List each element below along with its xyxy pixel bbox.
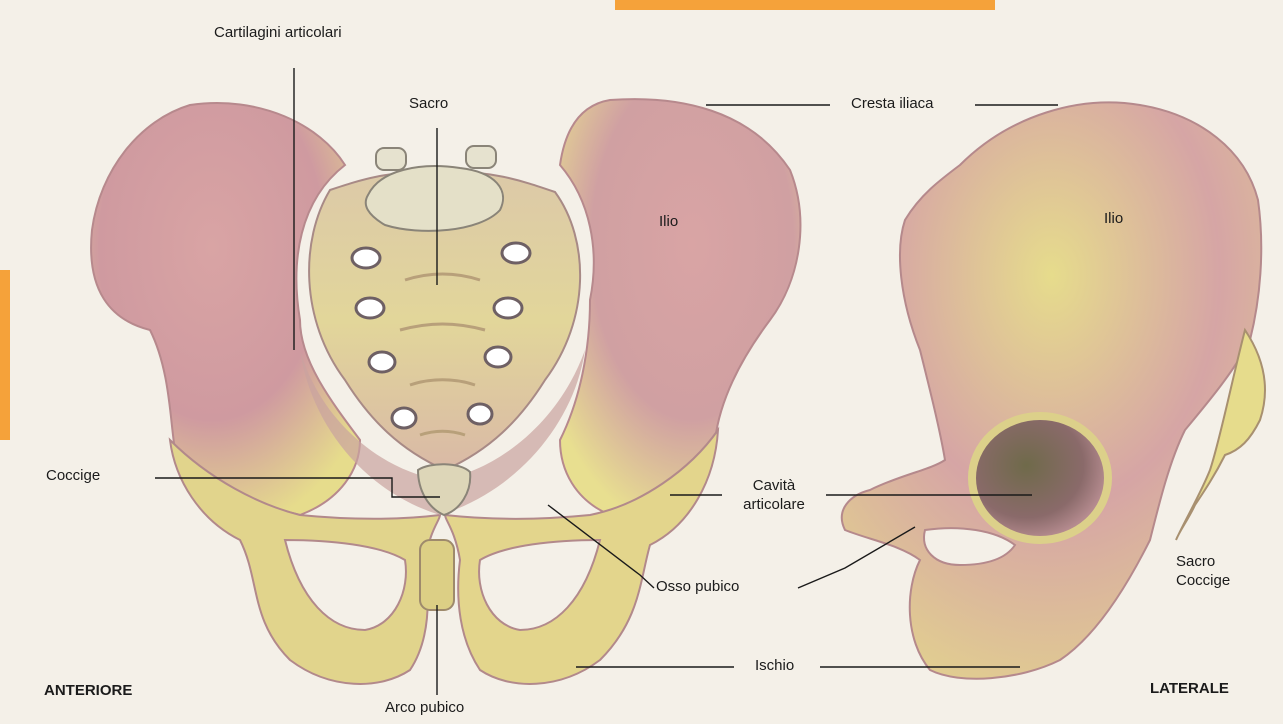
label-ischio: Ischio bbox=[755, 657, 794, 675]
anterior-pelvis bbox=[91, 99, 800, 684]
sacral-process-right bbox=[466, 146, 496, 168]
acetabulum bbox=[972, 416, 1108, 540]
accent-bar-top bbox=[615, 0, 995, 10]
pubic-symphysis bbox=[420, 540, 454, 610]
view-title-anteriore: ANTERIORE bbox=[44, 682, 132, 700]
label-coccige-lateral: Coccige bbox=[1176, 571, 1230, 590]
lateral-ilium bbox=[842, 103, 1261, 679]
lateral-pelvis bbox=[842, 103, 1265, 679]
sacral-foramen bbox=[494, 298, 522, 318]
sacral-foramen bbox=[502, 243, 530, 263]
accent-bar-left bbox=[0, 270, 10, 440]
label-osso-pubico: Osso pubico bbox=[656, 578, 739, 596]
label-coccige: Coccige bbox=[46, 467, 100, 485]
label-cavita-line2: articolare bbox=[730, 495, 818, 514]
label-cavita-line1: Cavità bbox=[730, 476, 818, 495]
sacral-foramen bbox=[356, 298, 384, 318]
sacral-foramen bbox=[468, 404, 492, 424]
sacral-foramen bbox=[485, 347, 511, 367]
sacral-process-left bbox=[376, 148, 406, 170]
label-cavita-articolare: Cavità articolare bbox=[730, 476, 818, 514]
label-arco-pubico: Arco pubico bbox=[385, 699, 464, 717]
label-ilio-anterior: Ilio bbox=[659, 213, 678, 231]
sacral-base bbox=[366, 166, 503, 231]
view-title-laterale: LATERALE bbox=[1150, 680, 1229, 698]
label-sacro-coccige-lateral: Sacro Coccige bbox=[1176, 552, 1230, 590]
label-cartilagini-articolari: Cartilagini articolari bbox=[214, 24, 342, 42]
sacral-foramen bbox=[392, 408, 416, 428]
label-sacro: Sacro bbox=[409, 95, 448, 113]
label-cresta-iliaca: Cresta iliaca bbox=[851, 95, 934, 113]
label-sacro-lateral: Sacro bbox=[1176, 552, 1230, 571]
sacral-foramen bbox=[352, 248, 380, 268]
sacral-foramen bbox=[369, 352, 395, 372]
right-ilium bbox=[560, 99, 800, 515]
label-ilio-lateral: Ilio bbox=[1104, 210, 1123, 228]
